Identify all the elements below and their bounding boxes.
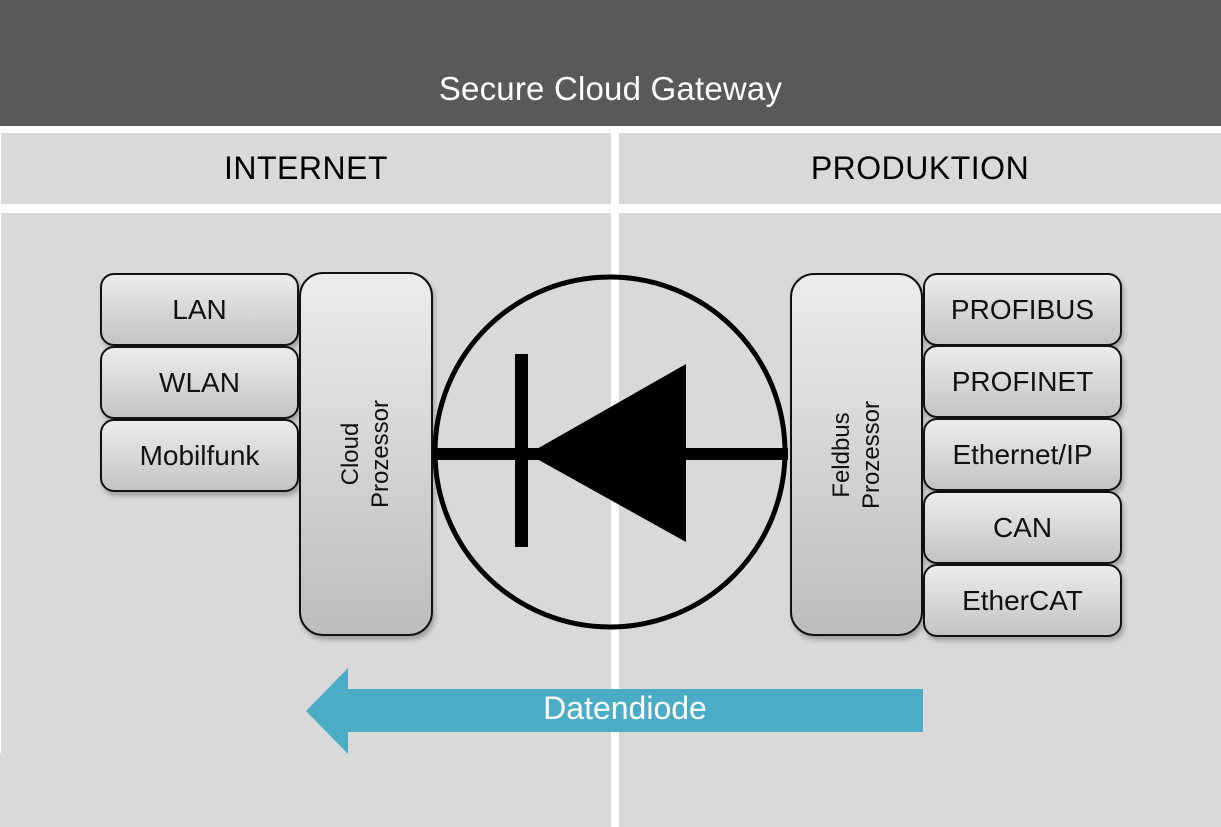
interface-box-lan: LAN: [100, 273, 299, 346]
interface-label: CAN: [992, 511, 1053, 543]
interface-label: EtherCAT: [962, 584, 1083, 616]
interface-box-wlan: WLAN: [100, 346, 299, 419]
fieldbus-processor-line2: Prozessor: [857, 400, 885, 509]
cloud-processor-label: Cloud Prozessor: [336, 400, 396, 508]
interface-label: PROFINET: [951, 365, 1094, 397]
interface-label: Mobilfunk: [139, 439, 260, 471]
diode-triangle: [528, 364, 686, 542]
zone-header-internet: INTERNET: [1, 133, 611, 204]
zone-label-produktion: PRODUKTION: [810, 150, 1030, 186]
fieldbus-processor-line1: Feldbus: [827, 411, 855, 498]
interface-box-profibus: PROFIBUS: [923, 273, 1122, 346]
cloud-processor-line2: Prozessor: [367, 399, 394, 509]
interface-label: LAN: [172, 293, 227, 325]
interface-box-ethercat: EtherCAT: [923, 564, 1122, 637]
interface-label: Ethernet/IP: [952, 438, 1093, 470]
left-edge-line: [0, 213, 1, 753]
fieldbus-processor-box: Feldbus Prozessor: [790, 273, 923, 636]
diagram-title: Secure Cloud Gateway: [438, 70, 783, 107]
zone-label-internet: INTERNET: [224, 150, 388, 186]
zone-header-produktion: PRODUKTION: [619, 133, 1221, 204]
interface-box-mobilfunk: Mobilfunk: [100, 419, 299, 492]
interface-box-can: CAN: [923, 491, 1122, 564]
cloud-processor-line1: Cloud: [337, 422, 364, 486]
arrow-shape: [306, 668, 923, 754]
interface-box-ethernet-ip: Ethernet/IP: [923, 418, 1122, 491]
interface-label: PROFIBUS: [950, 293, 1095, 325]
title-bar: Secure Cloud Gateway: [0, 0, 1221, 126]
data-flow-arrow-icon: [306, 668, 923, 754]
interface-box-profinet: PROFINET: [923, 345, 1122, 418]
diode-cathode-bar: [515, 354, 528, 547]
data-flow-label: Datendiode: [543, 690, 707, 726]
diode-symbol-icon: [432, 274, 788, 630]
fieldbus-processor-label: Feldbus Prozessor: [827, 400, 887, 508]
interface-label: WLAN: [159, 366, 240, 398]
cloud-processor-box: Cloud Prozessor: [299, 272, 433, 636]
